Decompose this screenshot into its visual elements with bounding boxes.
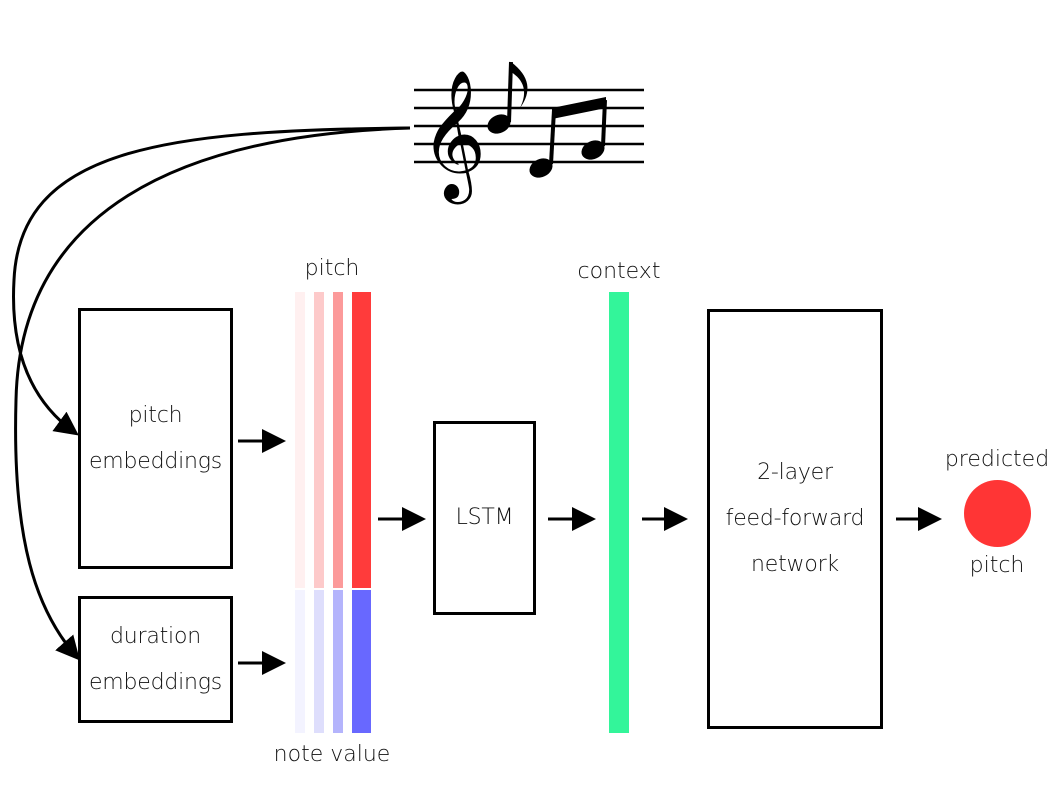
ffn-line1: 2-layer (757, 460, 833, 485)
duration-vector-bar-1 (295, 590, 305, 733)
context-label: context (577, 259, 661, 284)
duration-embeddings-line2: embeddings (88, 669, 223, 695)
feed-forward-network-box: 2-layer feed-forward network (707, 309, 883, 729)
pitch-vector-bar-3 (333, 292, 343, 588)
predicted-pitch-dot (964, 480, 1031, 547)
predicted-pitch-label: pitch (969, 553, 1025, 578)
pitch-vector-bar-1 (295, 292, 305, 588)
curve-to-duration-embeddings (14, 126, 411, 661)
pitch-vector-bar-4 (352, 292, 371, 588)
duration-vector-bar-4 (352, 590, 371, 733)
lstm-label: LSTM (455, 505, 514, 530)
note-value-label: note value (273, 742, 391, 767)
pitch-embeddings-line2: embeddings (88, 448, 223, 474)
pitch-embeddings-line1: pitch (128, 402, 183, 428)
duration-embeddings-line1: duration (110, 623, 201, 649)
curve-to-pitch-embeddings (12, 126, 411, 436)
ffn-line2: feed-forward (725, 506, 865, 531)
duration-vector-bar-2 (314, 590, 324, 733)
pitch-embeddings-box: pitch embeddings (78, 308, 233, 569)
duration-embeddings-box: duration embeddings (78, 596, 233, 723)
predicted-label: predicted (944, 447, 1050, 472)
context-vector-bar (609, 292, 629, 733)
duration-vector-bar-3 (333, 590, 343, 733)
ffn-line3: network (751, 552, 839, 577)
pitch-vector-bar-2 (314, 292, 324, 588)
lstm-box: LSTM (433, 421, 536, 615)
svg-text:𝄞: 𝄞 (420, 69, 486, 205)
pitch-vector-label: pitch (304, 256, 360, 281)
